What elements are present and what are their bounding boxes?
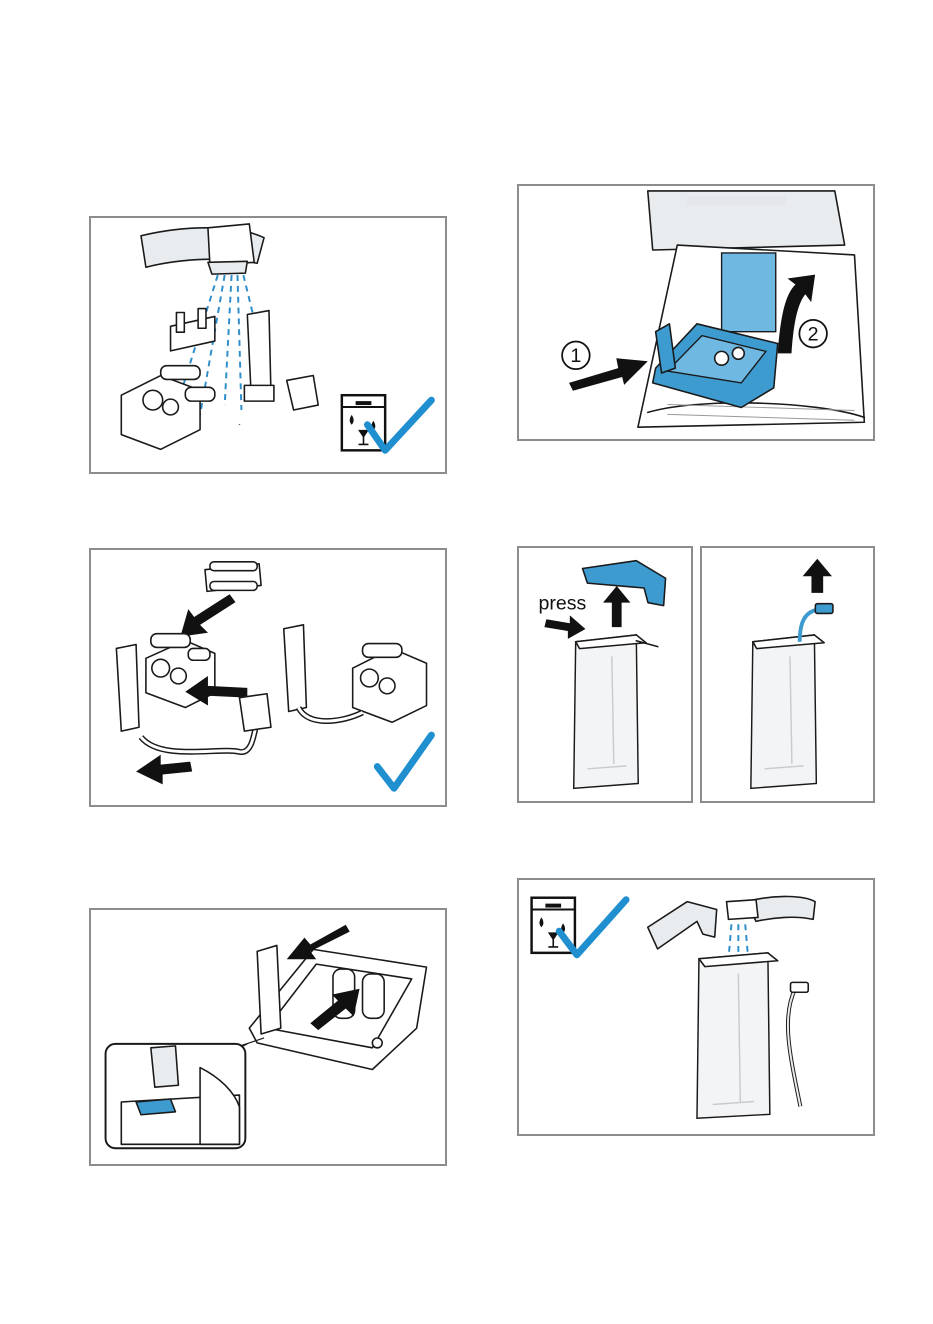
press-label: press — [539, 593, 587, 615]
checkmark-icon — [377, 735, 431, 788]
panel-insert-frother: 1 2 — [517, 184, 875, 441]
assembled-frother — [284, 625, 427, 722]
step-1-badge: 1 — [562, 342, 590, 370]
arrow-icon — [544, 615, 585, 638]
assemble-parts-illustration — [91, 550, 445, 805]
arrow-icon — [180, 594, 235, 636]
panel-insert-tray — [89, 908, 447, 1166]
valve-block — [121, 366, 215, 450]
panel-assemble-parts — [89, 548, 447, 807]
milk-hose — [788, 982, 808, 1106]
arrow-icon — [803, 559, 832, 593]
tube-lid — [648, 902, 717, 949]
panel-clean-lid — [517, 878, 875, 1136]
insert-frother-illustration: 1 2 — [519, 186, 873, 439]
clean-lid-illustration — [519, 880, 873, 1134]
press-lid-illustration: press — [519, 548, 691, 801]
step-2-label: 2 — [808, 324, 819, 346]
water-spray — [728, 924, 748, 958]
pull-hose-illustration — [702, 548, 873, 801]
arrow-icon — [136, 755, 192, 785]
panel-rinse-parts — [89, 216, 447, 474]
milk-container-tube — [751, 635, 824, 788]
panel-press-lid: press — [517, 546, 693, 803]
step-2-badge: 2 — [799, 320, 827, 348]
step-1-label: 1 — [570, 345, 581, 367]
arrow-icon — [603, 586, 630, 627]
panel-pull-hose — [700, 546, 875, 803]
frother-slot — [722, 253, 776, 332]
connector-piece — [171, 309, 215, 351]
cover-piece — [244, 311, 274, 402]
milk-container-tube — [574, 635, 658, 788]
milk-container-tube — [697, 953, 778, 1118]
insert-tray-illustration — [91, 910, 445, 1164]
detail-inset — [106, 1044, 246, 1148]
faucet-icon — [141, 224, 264, 274]
rinse-parts-illustration — [91, 218, 445, 472]
cover-piece — [257, 945, 281, 1034]
connector-piece — [205, 562, 261, 592]
faucet-icon — [727, 896, 816, 921]
